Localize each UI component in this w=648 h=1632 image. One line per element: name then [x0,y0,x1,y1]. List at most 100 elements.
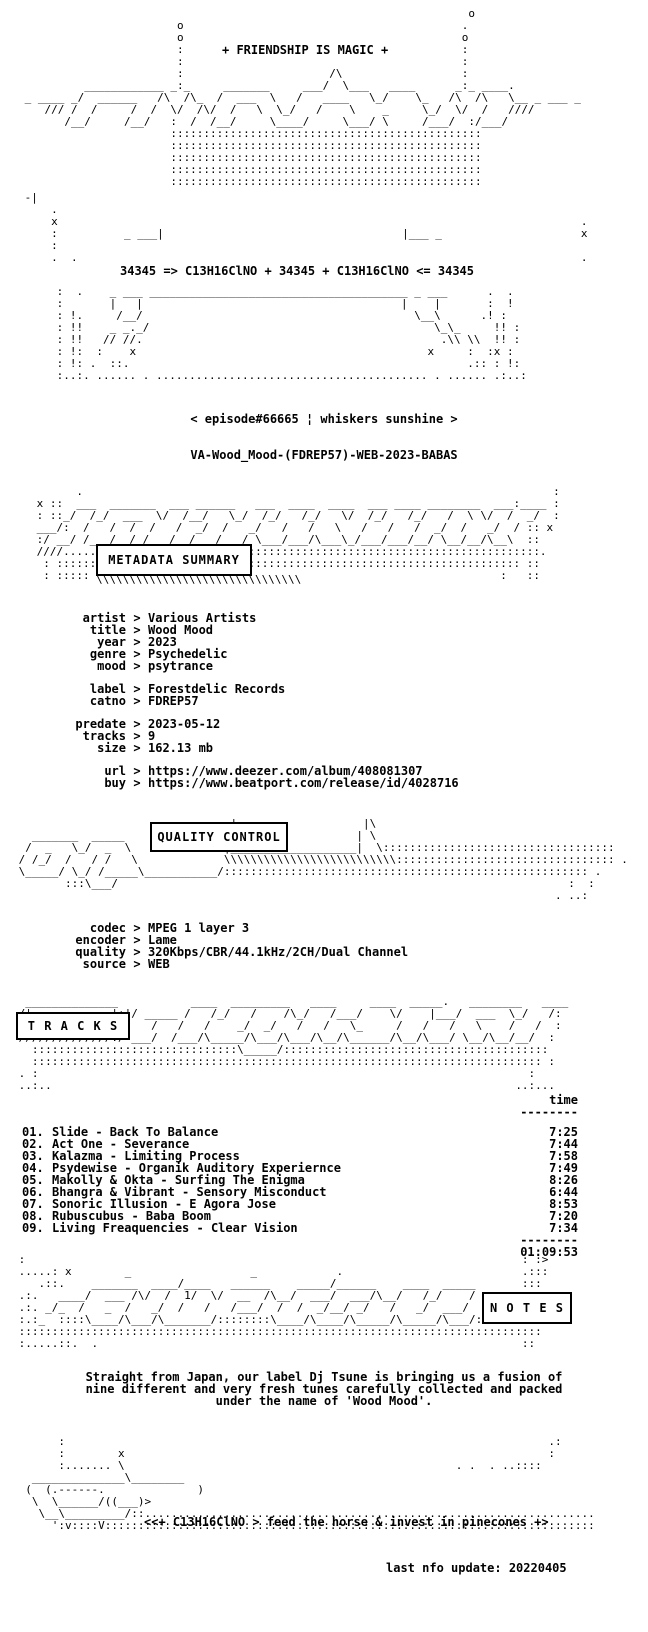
meta-predate: 2023-05-12 [148,717,221,731]
track-time: 6:44 [549,1185,578,1199]
meta-row-mood: mood>psytrance [54,660,614,672]
track-time: 7:20 [549,1209,578,1223]
track-row: 04.Psydewise - Organik Auditory Experier… [22,1162,578,1174]
last-update: last nfo update: 20220405 [386,1561,567,1575]
track-row: 01. Slide - Back To Balance 7:25 [22,1126,578,1138]
meta-key: catno [89,694,126,708]
quality-header-art: | |\ _______ _____ | | \ / _ \_/ _ \ |__… [18,817,628,902]
quality-encoder: Lame [148,933,177,947]
notes-line-2: nine different and very fresh tunes care… [85,1382,563,1396]
track-title: Sonoric Illusion - E Agora Jose [52,1197,276,1211]
track-row: 09. Living Freaquencies - Clear Vision 7:3… [22,1222,578,1234]
meta-key: buy [104,776,126,790]
track-time: 7:49 [549,1161,578,1175]
meta-row-buy: buy>https://www.beatport.com/release/id/… [54,777,614,789]
track-time: 7:58 [549,1149,578,1163]
track-number: 04. [22,1161,44,1175]
track-row: 08. Rubuscubus - Baba Boom 7:20 [22,1210,578,1222]
formula-line: 34345 => C13H16ClNO + 34345 + C13H16ClNO… [120,264,475,278]
footer-ascii-art: : .: : x : :....... \ [25,1435,595,1532]
meta-url-link[interactable]: https://www.deezer.com/album/408081307 [148,764,423,778]
meta-year: 2023 [148,635,177,649]
track-number: 06. [22,1185,44,1199]
notes-line-3: under the name of 'Wood Mood'. [215,1394,433,1408]
meta-tracks: 9 [148,729,156,743]
metadata-section-title: METADATA SUMMARY [96,544,252,576]
track-title: Living Freaquencies - Clear Vision [52,1221,298,1235]
meta-size: 162.13 mb [148,741,214,755]
track-time: 7:25 [549,1125,578,1139]
track-title: Bhangra & Vibrant - Sensory Misconduct [52,1185,327,1199]
header-ascii-art: o o . o o : [24,7,581,188]
tracklist: time -------- 01. Slide - Back To Balance… [22,1094,578,1258]
meta-artist: Various Artists [148,611,257,625]
quality-row-source: source>WEB [54,958,614,970]
meta-row-year: year>2023 [54,636,614,648]
tracks-section-title: T R A C K S [16,1012,130,1040]
time-header-rule: -------- [520,1105,578,1119]
meta-key: artist [82,611,126,625]
meta-key: predate [75,717,126,731]
time-header: time [549,1093,578,1107]
track-number: 01. [22,1125,44,1139]
track-rows: 01. Slide - Back To Balance 7:25 02. Act One… [22,1126,578,1234]
meta-key: size [97,741,126,755]
meta-key: title [89,623,126,637]
header-frame-left: -| . x . : _ ___| |___ _ x : . . [24,191,588,264]
quality-section-title: QUALITY CONTROL [150,822,288,852]
track-title: Rubuscubus - Baba Boom [52,1209,211,1223]
meta-row-catno: catno>FDREP57 [54,695,614,707]
track-number: 05. [22,1173,44,1187]
meta-row-size: size>162.13 mb [54,742,614,754]
meta-key: year [97,635,126,649]
track-row: 06. Bhangra & Vibrant - Sensory Misconduc… [22,1186,578,1198]
quality-codec: MPEG 1 layer 3 [148,921,250,935]
meta-buy-link[interactable]: https://www.beatport.com/release/id/4028… [148,776,459,790]
meta-key: mood [97,659,126,673]
meta-row-label: label>Forestdelic Records [54,683,614,695]
metadata-block: artist>Various Artists title>Wood Mood y… [54,612,614,789]
meta-row-artist: artist>Various Artists [54,612,614,624]
track-time: 8:26 [549,1173,578,1187]
track-number: 08. [22,1209,44,1223]
episode-line: < episode#66665 ¦ whiskers sunshine > [190,412,458,426]
track-number: 09. [22,1221,44,1235]
track-time: 8:53 [549,1197,578,1211]
meta-title: Wood Mood [148,623,214,637]
metadata-underline-art: \\\\\\\\\\\\\\\\\\\\\\\\\\\\\\\ [96,573,302,586]
meta-row-predate: predate>2023-05-12 [54,718,614,730]
track-number: 02. [22,1137,44,1151]
meta-label: Forestdelic Records [148,682,286,696]
notes-section-title: N O T E S [482,1292,572,1324]
track-time: 7:34 [549,1221,578,1235]
meta-mood: psytrance [148,659,214,673]
track-title: Slide - Back To Balance [52,1125,219,1139]
track-title: Act One - Severance [52,1137,190,1151]
track-title: Makolly & Okta - Surfing The Enigma [52,1173,305,1187]
tracks-header-art: ______________ ____ _________ ____ ____ … [18,995,569,1092]
tagline: + FRIENDSHIP IS MAGIC + [222,43,389,57]
time-header-row: time [22,1094,578,1106]
quality-row-quality: quality>320Kbps/CBR/44.1kHz/2CH/Dual Cha… [54,946,614,958]
total-row: 01:09:53 [22,1246,578,1258]
total-time: 01:09:53 [520,1245,578,1259]
header-lower-art: : . _ ___ ______________________________… [56,285,527,382]
meta-catno: FDREP57 [148,694,199,708]
track-title: Kalazma - Limiting Process [52,1149,240,1163]
track-row: 05. Makolly & Okta - Surfing The Enigma 8:… [22,1174,578,1186]
meta-key: genre [89,647,126,661]
meta-key: label [89,682,126,696]
quality-row-encoder: encoder>Lame [54,934,614,946]
meta-row-title: title>Wood Mood [54,624,614,636]
track-number: 03. [22,1149,44,1163]
quality-quality: 320Kbps/CBR/44.1kHz/2CH/Dual Channel [148,945,409,959]
footer-slogan: <<+ C13H16ClNO > feed the horse & invest… [144,1515,549,1529]
meta-genre: Psychedelic [148,647,228,661]
release-name: VA-Wood_Mood-(FDREP57)-WEB-2023-BABAS [190,448,458,462]
meta-row-url: url>https://www.deezer.com/album/4080813… [54,765,614,777]
quality-block: codec>MPEG 1 layer 3 encoder>Lame qualit… [54,922,614,970]
meta-key: tracks [82,729,126,743]
notes-header-art: : : :> .....: x _ _ . .::: .::. _______ … [18,1253,549,1350]
